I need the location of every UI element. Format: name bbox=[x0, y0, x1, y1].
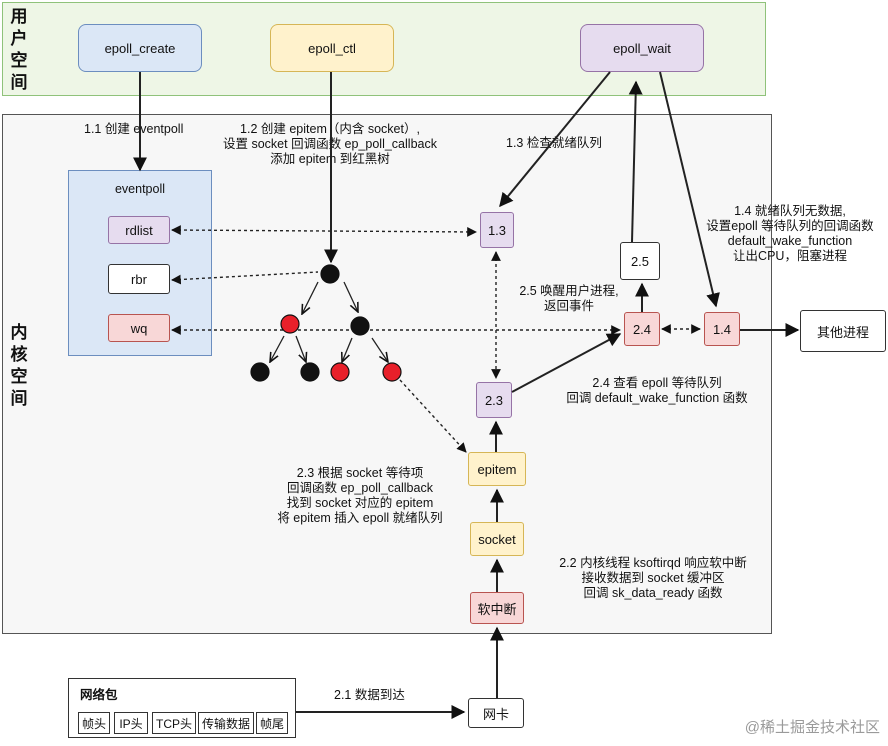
step-2-4-line-1: 2.4 查看 epoll 等待队列 bbox=[592, 376, 722, 390]
epoll-wait-box[interactable]: epoll_wait bbox=[580, 24, 704, 72]
tree-edge-l1-lr bbox=[295, 335, 306, 362]
step-1-4-line-3: default_wake_function bbox=[727, 234, 853, 248]
dashed-rbr-to-rbtree bbox=[171, 271, 319, 285]
rbtree-leaf-4 bbox=[382, 362, 402, 382]
dashed-rdlist-to-1-3 bbox=[171, 225, 477, 237]
nic-box[interactable]: 网卡 bbox=[468, 698, 524, 728]
watermark: @稀土掘金技术社区 bbox=[744, 719, 880, 736]
step-2-3-line-2: 回调函数 ep_poll_callback bbox=[287, 481, 433, 495]
socket-box[interactable]: socket bbox=[470, 522, 524, 556]
rbtree-root-node bbox=[320, 264, 340, 284]
step-1-3-label: 1.3 检查就绪队列 bbox=[506, 136, 602, 150]
rdlist-box[interactable]: rdlist bbox=[108, 216, 170, 244]
rbtree-leaf-1 bbox=[250, 362, 270, 382]
packet-field-frame-header: 帧头 bbox=[78, 712, 110, 734]
tree-edge-l1-rl bbox=[342, 337, 353, 362]
epoll-ctl-box[interactable]: epoll_ctl bbox=[270, 24, 394, 72]
step-2-5-label: 2.5 唤醒用户进程, 返回事件 bbox=[514, 284, 624, 314]
step-2-3-line-1: 2.3 根据 socket 等待项 bbox=[296, 466, 424, 480]
rbtree-leaf-2 bbox=[300, 362, 320, 382]
step-2-4-label: 2.4 查看 epoll 等待队列 回调 default_wake_functi… bbox=[552, 376, 762, 406]
epoll-create-box[interactable]: epoll_create bbox=[78, 24, 202, 72]
rbr-box[interactable]: rbr bbox=[108, 264, 170, 294]
step-2-1-label: 2.1 数据到达 bbox=[334, 688, 405, 702]
wq-box[interactable]: wq bbox=[108, 314, 170, 342]
softirq-box[interactable]: 软中断 bbox=[470, 592, 524, 624]
kernel-space-label: 内核空间 bbox=[10, 323, 28, 409]
step-2-5-line-1: 2.5 唤醒用户进程, bbox=[519, 284, 619, 298]
user-space-label: 用户空间 bbox=[10, 7, 28, 93]
step-2-3-line-3: 找到 socket 对应的 epitem bbox=[286, 496, 434, 510]
step-1-2-line-1: 1.2 创建 epitem（内含 socket）, bbox=[240, 122, 420, 136]
packet-field-tcp-header: TCP头 bbox=[152, 712, 196, 734]
packet-field-ip-header: IP头 bbox=[114, 712, 148, 734]
step-1-2-line-2: 设置 socket 回调函数 ep_poll_callback bbox=[223, 137, 437, 151]
step-2-2-line-1: 2.2 内核线程 ksoftirqd 响应软中断 bbox=[559, 556, 747, 570]
step-1-4-label: 1.4 就绪队列无数据, 设置epoll 等待队列的回调函数 default_w… bbox=[700, 204, 880, 264]
network-packet-title: 网络包 bbox=[80, 688, 118, 702]
tree-edge-root-left bbox=[302, 281, 319, 314]
packet-field-frame-trailer: 帧尾 bbox=[256, 712, 288, 734]
step-2-3-label: 2.3 根据 socket 等待项 回调函数 ep_poll_callback … bbox=[262, 466, 458, 526]
step-2-3-line-4: 将 epitem 插入 epoll 就绪队列 bbox=[277, 511, 443, 525]
step-2-2-line-3: 回调 sk_data_ready 函数 bbox=[583, 586, 723, 600]
epitem-box[interactable]: epitem bbox=[468, 452, 526, 486]
node-2-3[interactable]: 2.3 bbox=[476, 382, 512, 418]
step-2-4-line-2: 回调 default_wake_function 函数 bbox=[566, 391, 748, 405]
rbtree-node-right bbox=[350, 316, 370, 336]
node-2-5[interactable]: 2.5 bbox=[620, 242, 660, 280]
tree-edge-l1-ll bbox=[270, 335, 285, 362]
node-1-3[interactable]: 1.3 bbox=[480, 212, 514, 248]
arrow-epoll-wait-to-1-4 bbox=[659, 71, 720, 308]
other-process-box[interactable]: 其他进程 bbox=[800, 310, 886, 352]
step-2-2-label: 2.2 内核线程 ksoftirqd 响应软中断 接收数据到 socket 缓冲… bbox=[540, 556, 766, 601]
step-1-1-label: 1.1 创建 eventpoll bbox=[84, 122, 184, 136]
eventpoll-title: eventpoll bbox=[114, 182, 166, 196]
dashed-tree-to-epitem bbox=[399, 379, 467, 453]
step-1-4-line-1: 1.4 就绪队列无数据, bbox=[734, 204, 846, 218]
tree-edge-l1-rr bbox=[371, 337, 388, 362]
rbtree-leaf-3 bbox=[330, 362, 350, 382]
node-1-4[interactable]: 1.4 bbox=[704, 312, 740, 346]
step-2-2-line-2: 接收数据到 socket 缓冲区 bbox=[581, 571, 725, 585]
step-1-4-line-4: 让出CPU，阻塞进程 bbox=[733, 249, 847, 263]
node-2-4[interactable]: 2.4 bbox=[624, 312, 660, 346]
rbtree-node-left bbox=[280, 314, 300, 334]
arrow-epoll-wait-to-1-3 bbox=[499, 71, 611, 208]
arrow-2-3-to-2-4 bbox=[511, 333, 622, 393]
arrow-2-5-to-epoll-wait bbox=[628, 80, 643, 243]
packet-field-payload: 传输数据 bbox=[198, 712, 254, 734]
tree-edge-root-right bbox=[343, 281, 358, 312]
step-1-4-line-2: 设置epoll 等待队列的回调函数 bbox=[706, 219, 874, 233]
step-2-5-line-2: 返回事件 bbox=[543, 299, 594, 313]
